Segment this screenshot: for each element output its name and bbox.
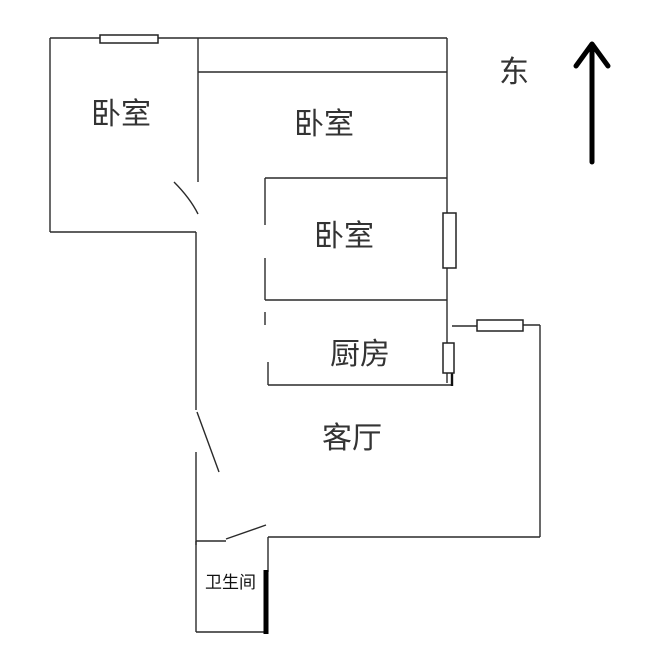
door-icon [196,411,220,473]
up-arrow-icon [573,41,611,165]
bedroom-top-label: 卧室 [294,107,354,142]
bedroom-northwest-label: 卧室 [91,97,151,132]
kitchen-label: 厨房 [330,337,390,372]
compass-label: 东 [499,55,529,90]
window-icon [442,212,457,269]
kitchen-walls [264,312,454,386]
bedroom-middle-label: 卧室 [314,219,374,254]
window-icon [476,319,524,332]
living-room-walls [195,232,541,545]
window-icon [442,342,455,374]
bathroom-label: 卫生间 [205,573,256,593]
bedroom-middle-walls [264,177,447,301]
bedroom-top-walls [198,37,448,383]
living-room-label: 客厅 [322,421,382,456]
window-icon [99,34,159,44]
bathroom-walls [195,524,269,633]
bedroom-northwest-walls [49,37,199,233]
door-swing-icon [173,181,199,215]
door-icon [225,524,267,540]
